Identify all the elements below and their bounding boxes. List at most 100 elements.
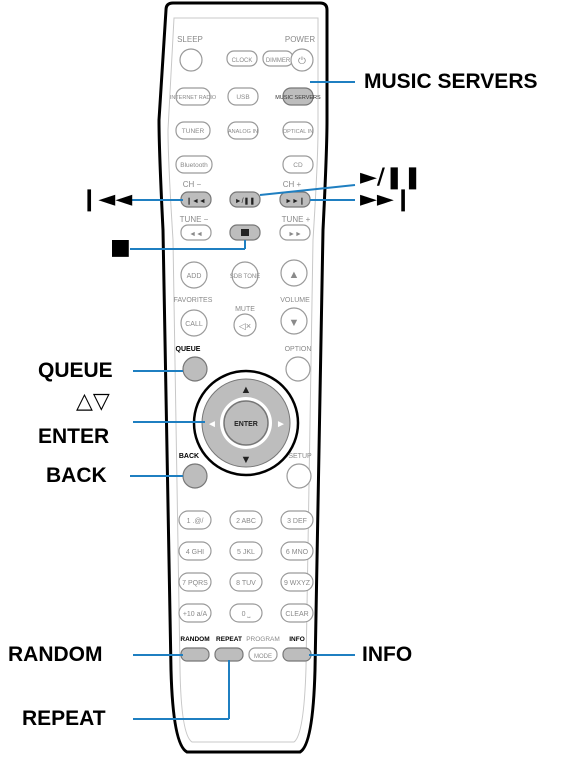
skip-back-icon: ❙◄◄ [186,197,206,205]
svg-text:REPEAT: REPEAT [216,636,242,643]
volume-up-button[interactable] [280,259,308,287]
numpad-key[interactable] [178,572,212,592]
rewind-button[interactable] [180,224,212,241]
svg-text:CLOCK: CLOCK [232,58,253,64]
mode-button[interactable] [248,647,278,662]
svg-text:CD: CD [293,162,303,169]
svg-text:DIMMER: DIMMER [266,58,291,64]
numpad-key[interactable] [229,603,263,623]
rewind-icon: ◄◄ [189,231,203,238]
svg-text:PROGRAM: PROGRAM [246,636,280,643]
numpad-key-label: 7 PQRS [182,580,208,587]
numpad-key[interactable] [178,541,212,561]
repeat-button[interactable] [214,647,244,662]
add-button[interactable] [180,261,208,289]
numpad-key[interactable] [178,510,212,530]
numpad-key-label: 9 WXYZ [284,580,311,587]
setup-button[interactable] [286,463,312,489]
numpad-key[interactable] [280,603,314,623]
sdb-tone-button[interactable] [231,261,259,289]
dpad-left-icon: ◄ [207,419,217,430]
numpad-key-label: 6 MNO [286,549,309,556]
play-pause-icon: ►/❚❚ [235,197,256,205]
mute-icon: ◁× [239,321,251,331]
svg-text:INFO: INFO [289,636,305,643]
numpad-key[interactable] [280,572,314,592]
dpad-right-icon: ► [276,419,286,430]
svg-text:ENTER: ENTER [234,421,258,428]
callout-play-pause: ►/❚❚ [360,165,422,190]
numpad-key-label: 0 ⎵ [242,611,251,618]
svg-text:ANALOG IN: ANALOG IN [228,129,258,135]
numpad-key[interactable] [229,510,263,530]
numpad-key-label: 5 JKL [237,549,255,556]
back-button[interactable] [182,463,208,489]
fast-forward-button[interactable] [279,224,311,241]
svg-text:MUTE: MUTE [235,306,255,313]
numpad-key[interactable] [280,510,314,530]
music-servers-button[interactable] [282,87,314,106]
svg-text:OPTION: OPTION [285,346,312,353]
power-button[interactable] [290,48,314,72]
numpad-key[interactable] [229,541,263,561]
usb-button[interactable] [227,87,259,106]
svg-text:SETUP: SETUP [288,453,312,460]
clock-button[interactable] [226,50,258,67]
numpad-key-label: 1 .@/ [187,518,204,525]
fast-forward-icon: ►► [288,231,302,238]
random-button[interactable] [180,647,210,662]
numpad-key-label: 8 TUV [236,580,256,587]
svg-text:USB: USB [236,94,249,101]
numpad-key[interactable] [280,541,314,561]
svg-text:ADD: ADD [187,273,202,280]
svg-text:VOLUME: VOLUME [280,297,310,304]
dpad-up-icon: ▲ [241,384,252,396]
svg-text:Bluetooth: Bluetooth [180,162,208,169]
svg-text:BACK: BACK [179,453,199,460]
svg-text:QUEUE: QUEUE [176,346,201,353]
callout-music-servers: MUSIC SERVERS [364,70,538,93]
numpad-key[interactable] [178,603,212,623]
cd-button[interactable] [282,155,314,174]
play-pause-button[interactable] [229,191,261,208]
callout-enter: ENTER [38,425,110,448]
svg-text:POWER: POWER [285,35,315,44]
svg-text:CALL: CALL [185,321,203,328]
option-button[interactable] [285,356,311,382]
info-button[interactable] [282,647,312,662]
sleep-button[interactable] [179,48,203,72]
power-icon: ⏻ [298,56,306,67]
bluetooth-button[interactable] [175,155,213,174]
svg-text:MODE: MODE [254,654,272,660]
callout-info: INFO [362,643,413,666]
skip-forward-icon: ►►❙ [285,197,305,205]
internet-radio-button[interactable] [175,87,211,106]
call-button[interactable] [180,309,208,337]
svg-text:SDB TONE: SDB TONE [230,274,260,280]
svg-text:CH −: CH − [183,180,202,189]
mute-button[interactable] [233,313,257,337]
callout-updown: △▽ [76,389,110,414]
queue-button[interactable] [182,356,208,382]
numpad-key[interactable] [229,572,263,592]
svg-text:RANDOM: RANDOM [180,636,209,643]
numpad-key-label: +10 a/A [183,611,208,618]
enter-button[interactable] [223,400,269,446]
callout-stop: ■ [110,235,131,260]
tuner-button[interactable] [175,121,211,140]
callout-skip-back: ❙◄◄ [80,187,133,212]
analog-in-button[interactable] [227,121,259,140]
volume-down-button[interactable] [280,307,308,335]
svg-text:MUSIC SERVERS: MUSIC SERVERS [275,95,321,101]
numpad-key-label: 2 ABC [236,518,256,525]
callout-back: BACK [46,464,107,487]
callout-line-play-pause [259,184,356,196]
svg-text:INTERNET RADIO: INTERNET RADIO [170,95,217,101]
callout-random: RANDOM [8,643,103,666]
svg-text:TUNE +: TUNE + [282,215,311,224]
optical-in-button[interactable] [282,121,314,140]
callout-queue: QUEUE [38,359,113,382]
